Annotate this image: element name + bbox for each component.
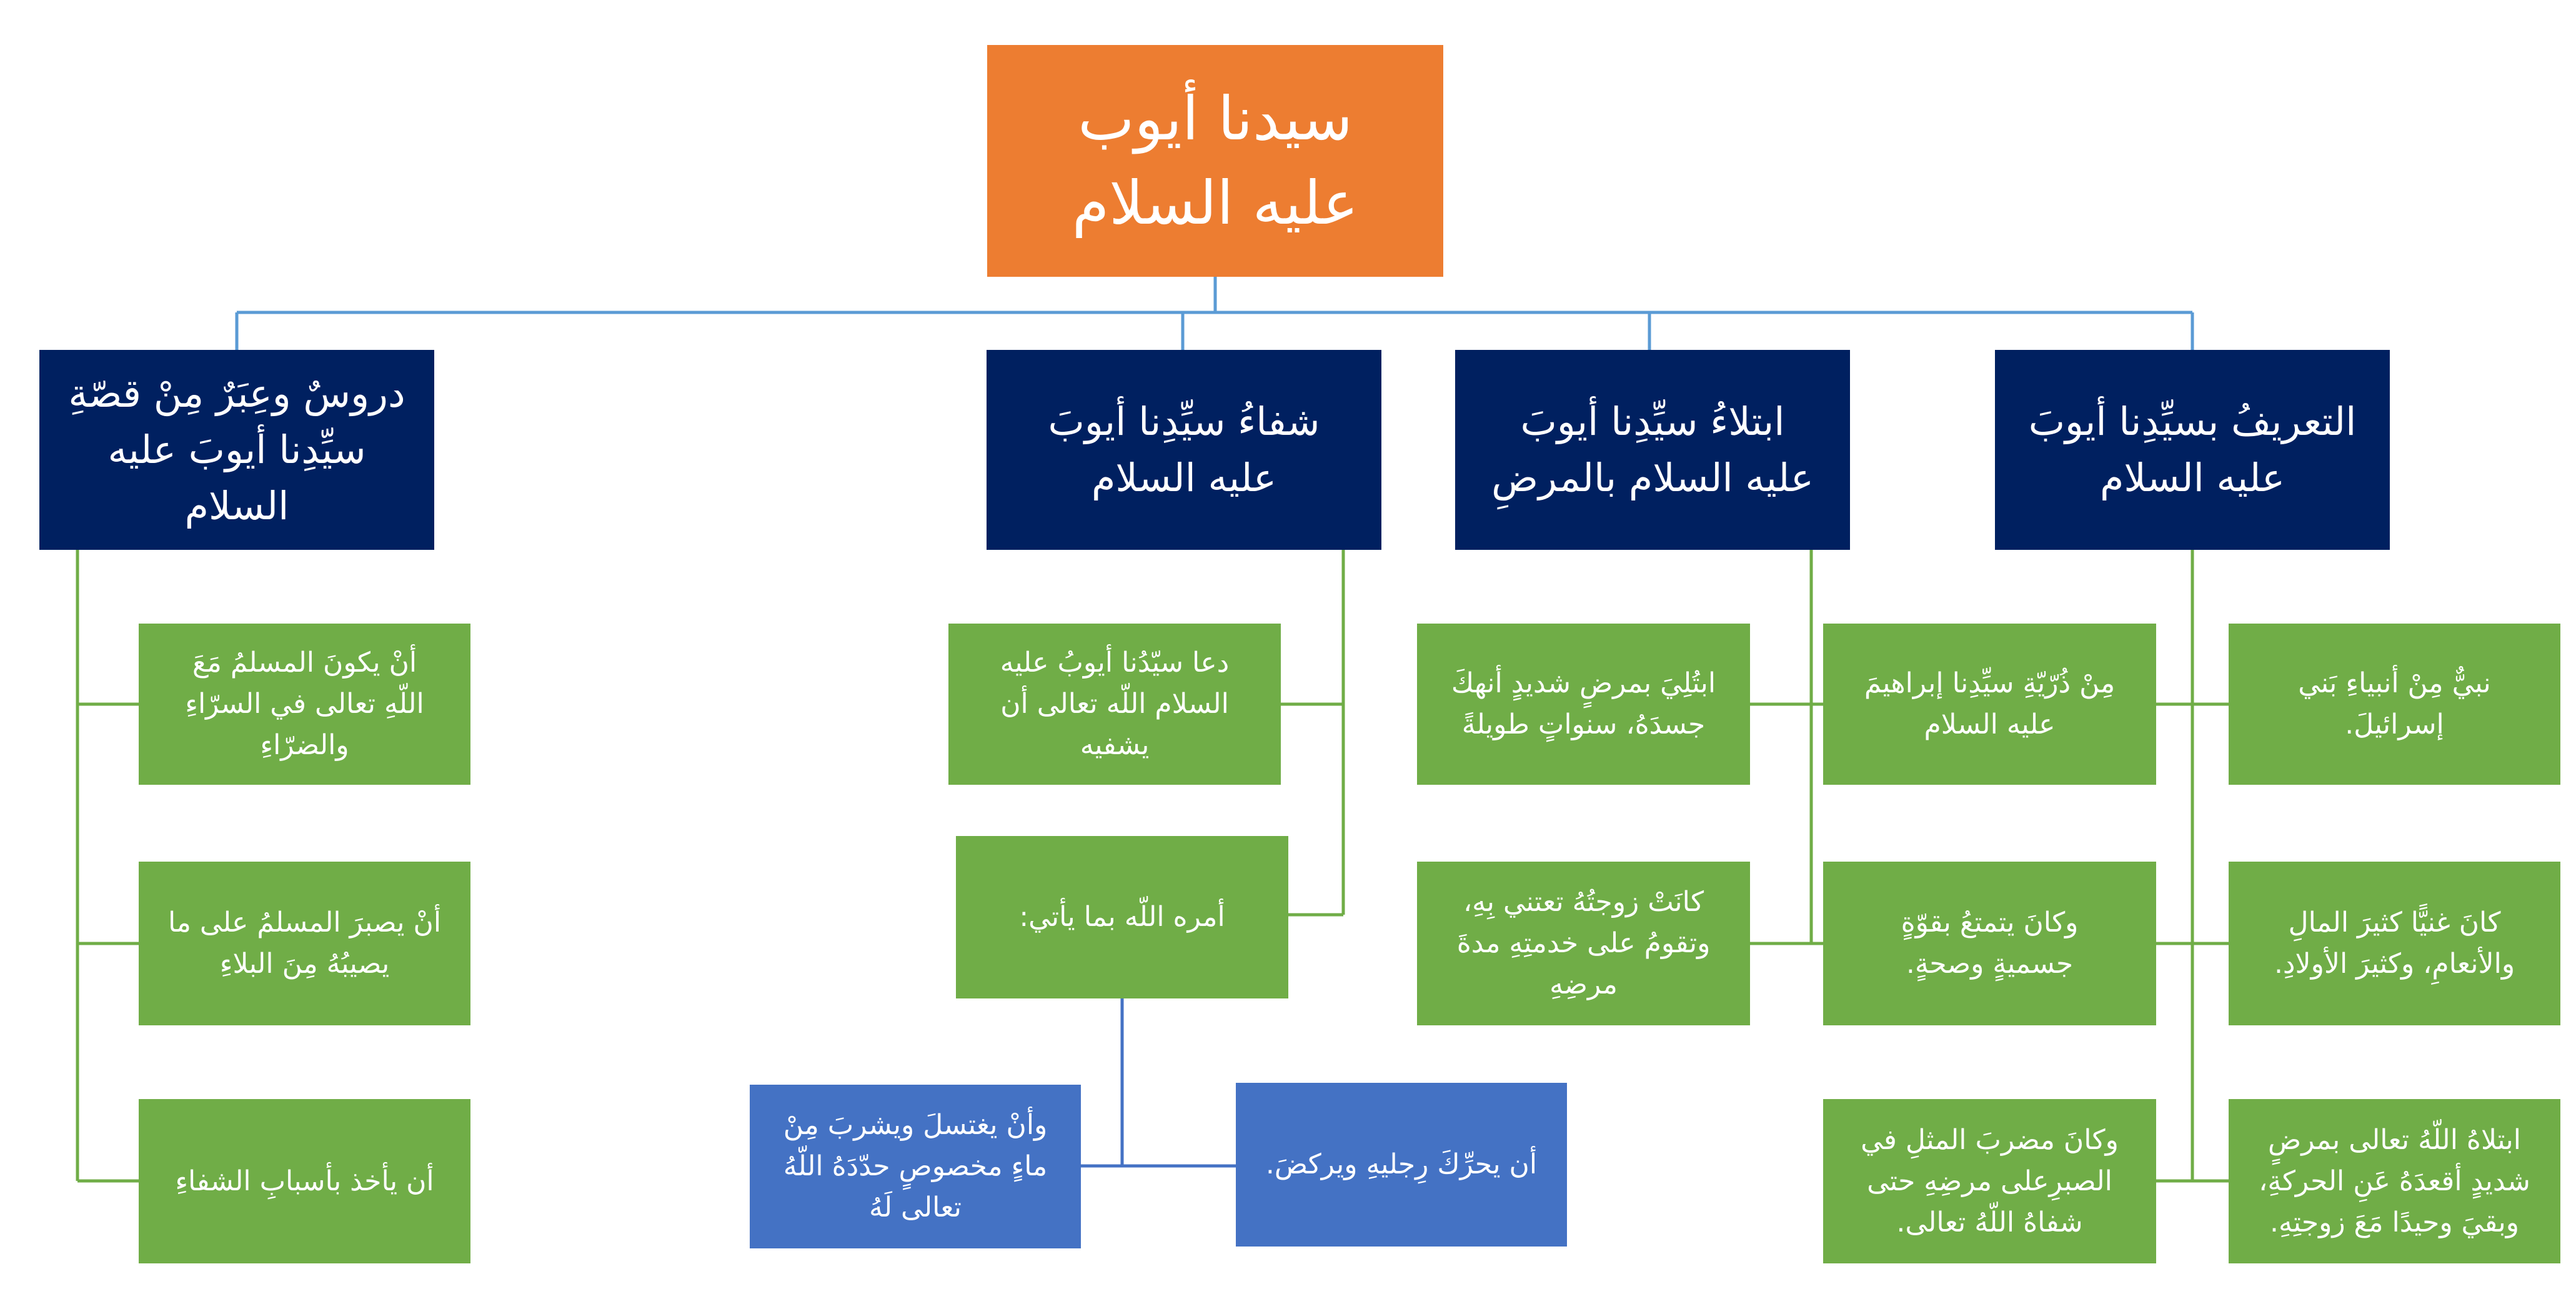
trial-left-item-2: كانَتْ زوجتُهُ تعتني بِهِ، وتقومُ على خد…: [1417, 862, 1750, 1025]
healing-sub-item-1: أن يحرِّكَ رِجليهِ ويركضَ.: [1236, 1083, 1567, 1247]
healing-item-1: دعا سيّدُنا أيوبُ عليه السلام اللّه تعال…: [948, 624, 1281, 785]
healing-sub-item-2: وأنْ يغتسلَ ويشربَ مِنْ ماءٍ مخصوصٍ حدّد…: [750, 1085, 1081, 1248]
healing-item-2: أمره اللّه بما يأتي:: [956, 836, 1288, 998]
trial-right-item-2: وكانَ يتمتعُ بقوّةٍ جسميةٍ وصحةٍ.: [1823, 862, 2156, 1025]
trial-right-item-1: مِنْ ذُرّيّةِ سيِّدِنا إبراهيمَ عليه الس…: [1823, 624, 2156, 785]
trial-left-item-1: ابتُلِيَ بمرضٍ شديدٍ أنهكَ جسدَهُ، سنوات…: [1417, 624, 1750, 785]
lessons-item-1: أنْ يكونَ المسلمُ مَعَ اللّهِ تعالى في ا…: [139, 624, 470, 785]
header-intro: التعريفُ بسيِّدِنا أيوبَ عليه السلام: [1995, 350, 2390, 550]
intro-item-1: نبيٌّ مِنْ أنبياءِ بَني إسرائيلَ.: [2229, 624, 2560, 785]
lessons-item-2: أنْ يصبرَ المسلمُ على ما يصيبُهُ مِنَ ال…: [139, 862, 470, 1025]
root-title: سيدنا أيوب عليه السلام: [987, 45, 1443, 277]
header-healing: شفاءُ سيِّدِنا أيوبَ عليه السلام: [987, 350, 1381, 550]
intro-item-3: ابتلاهُ اللّهُ تعالى بمرضٍ شديدٍ أقعدَهُ…: [2229, 1099, 2560, 1263]
header-trial: ابتلاءُ سيِّدِنا أيوبَ عليه السلام بالمر…: [1455, 350, 1850, 550]
lessons-item-3: أن يأخذ بأسبابِ الشفاءِ: [139, 1099, 470, 1263]
trial-right-item-3: وكانَ مضربَ المثلِ في الصبرِعلى مرضِهِ ح…: [1823, 1099, 2156, 1263]
intro-item-2: كانَ غنيًّا كثيرَ المالِ والأنعامِ، وكثي…: [2229, 862, 2560, 1025]
header-lessons: دروسٌ وعِبَرٌ مِنْ قصّةِ سيِّدِنا أيوبَ …: [39, 350, 434, 550]
